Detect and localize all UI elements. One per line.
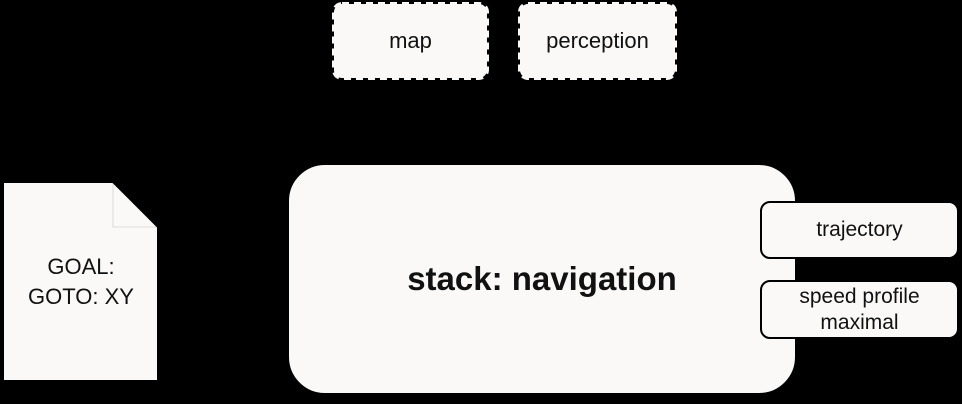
trajectory-node[interactable]: trajectory: [760, 201, 959, 259]
speed-profile-text: speed profile maximal: [762, 282, 957, 337]
stack-navigation-node[interactable]: stack: navigation: [287, 163, 797, 395]
perception-node[interactable]: perception: [518, 2, 677, 80]
goal-document-node[interactable]: GOAL: GOTO: XY: [2, 180, 160, 383]
perception-node-shape: [518, 2, 677, 80]
perception-node-label: perception: [546, 28, 649, 53]
goal-document-text: GOAL: GOTO: XY: [2, 180, 160, 383]
speed-profile-line-2: maximal: [820, 310, 899, 334]
speed-profile-node[interactable]: speed profile maximal: [760, 280, 959, 339]
trajectory-label: trajectory: [816, 218, 903, 241]
map-node-shape: [332, 2, 489, 80]
map-node-label: map: [389, 28, 432, 53]
map-node[interactable]: map: [332, 2, 489, 80]
folded-corner-icon: [112, 182, 158, 228]
stack-navigation-label: stack: navigation: [407, 260, 677, 297]
document-shape: [2, 181, 159, 382]
goal-line-1: GOAL:: [47, 253, 115, 279]
speed-profile-line-1: speed profile: [799, 284, 920, 308]
goal-line-2: GOTO: XY: [28, 283, 134, 309]
